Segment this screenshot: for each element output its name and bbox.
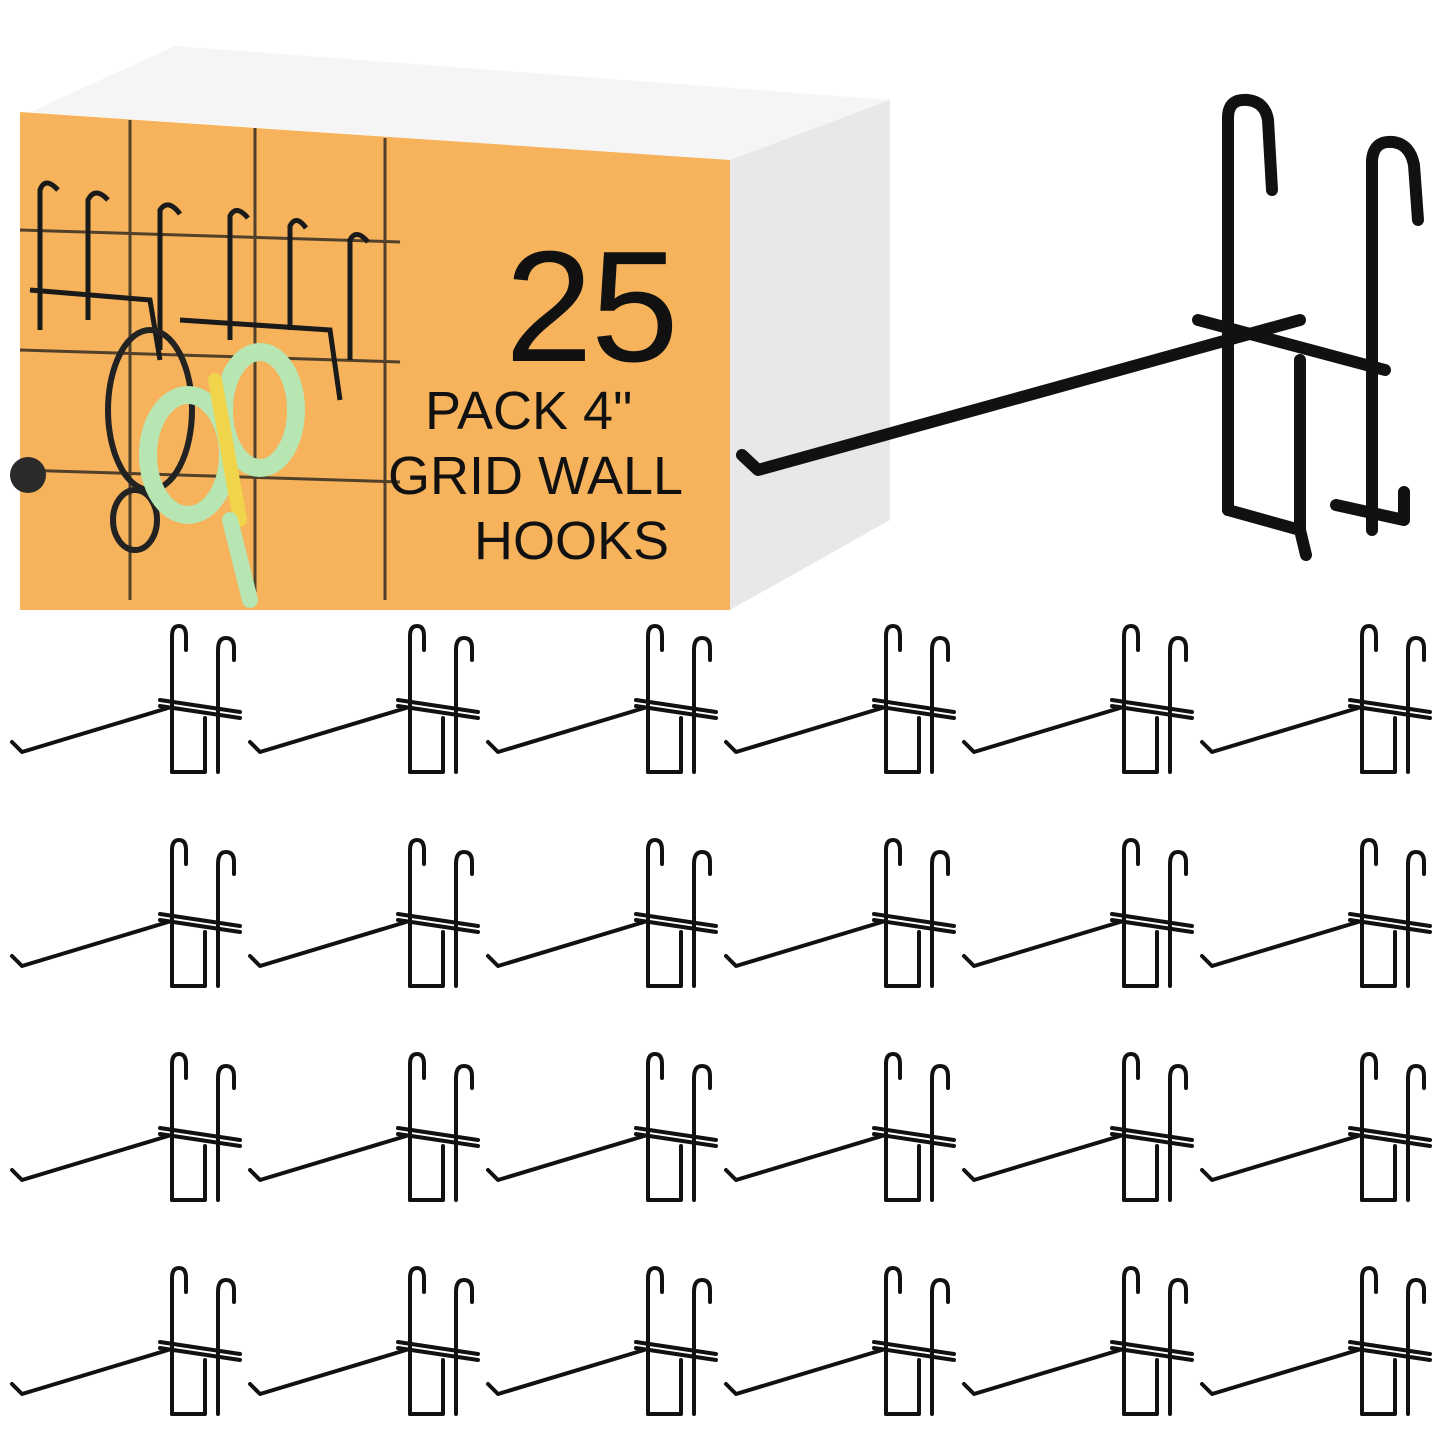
grid-wall-illustration: [19, 120, 401, 600]
pack-size-label: PACK 4": [425, 381, 633, 441]
grid-wall-hook-icon: [29, 180, 370, 401]
featured-hook: [736, 93, 1424, 561]
box-side: [730, 100, 890, 610]
hooks-grid: [10, 624, 1432, 1416]
product-name-label: HOOKS: [474, 511, 670, 571]
product-type-label: GRID WALL: [388, 446, 684, 506]
box-top: [30, 46, 890, 160]
scissors-icon: [10, 343, 305, 608]
pack-count: 25: [505, 219, 679, 395]
